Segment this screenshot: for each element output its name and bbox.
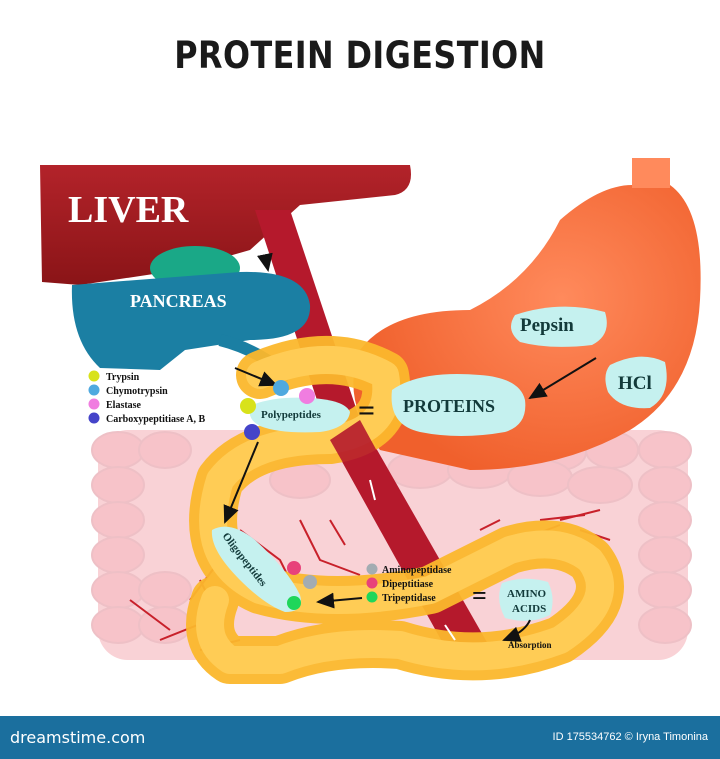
legend-dot-chymotrypsin — [88, 384, 100, 396]
polypeptides-blob — [249, 397, 350, 433]
pancreatic-enzyme-legend: Trypsin Chymotrypsin Elastase Carboxypep… — [88, 370, 206, 425]
page-title: PROTEIN DIGESTION — [174, 34, 546, 77]
pepsin-blob — [511, 306, 607, 347]
brush-border-arrow — [316, 592, 363, 609]
legend-dot-carboxypeptidase — [88, 412, 100, 424]
legend-dot-aminopeptidase — [366, 563, 378, 575]
footer-bar: dreamstime.com ID 175534762 © Iryna Timo… — [0, 716, 720, 759]
amino-acids-blob — [499, 578, 553, 621]
polypeptides-label: Polypeptides — [261, 409, 322, 421]
footer-logo[interactable]: dreamstime.com — [10, 728, 146, 747]
pancreas-arrow — [234, 367, 278, 387]
brush-border-enzyme-legend: Aminopeptidase Dipeptitiase Tripeptidase — [366, 563, 452, 604]
legend-label-elastase: Elastase — [106, 400, 142, 411]
liver — [40, 165, 411, 285]
elastase-dot — [299, 388, 315, 404]
liver-label: LIVER — [68, 189, 189, 231]
equals-sign-2: = — [472, 581, 487, 610]
pancreas-label: PANCREAS — [130, 291, 227, 311]
absorption-label: Absorption — [508, 640, 552, 650]
legend-label-aminopeptidase: Aminopeptidase — [382, 565, 452, 576]
pepsin-label: Pepsin — [520, 315, 574, 336]
legend-dot-tripeptidase — [366, 591, 378, 603]
amino-acids-label-line2: ACIDS — [512, 603, 546, 615]
blood-flow-arrow — [257, 239, 273, 272]
blood-vessel-main — [255, 210, 500, 665]
hcl-label: HCl — [618, 373, 652, 394]
legend-dot-dipeptidase — [366, 577, 378, 589]
tripeptidase-dot — [287, 596, 301, 610]
absorption-arrow — [502, 619, 531, 642]
esophagus — [632, 158, 670, 188]
legend-label-tripeptidase: Tripeptidase — [382, 593, 436, 604]
polypeptides-arrow — [223, 441, 259, 524]
legend-label-chymotrypsin: Chymotrypsin — [106, 386, 168, 397]
amino-acids-label-line1: AMINO — [507, 588, 547, 600]
proteins-label: PROTEINS — [403, 396, 495, 416]
carboxypeptidase-dot — [244, 424, 260, 440]
pepsin-arrow — [528, 357, 597, 400]
trypsin-dot — [240, 398, 256, 414]
legend-dot-trypsin — [88, 370, 100, 382]
oligopeptides-blob — [211, 526, 301, 612]
legend-dot-elastase — [88, 398, 100, 410]
chymotrypsin-dot — [273, 380, 289, 396]
footer-credit: ID 175534762 © Iryna Timonina — [552, 731, 708, 743]
digestion-diagram: LIVER PANCREAS Pepsin HCl PROTEINS Polyp… — [40, 158, 701, 684]
blood-vessel-crossing — [330, 420, 420, 545]
equals-sign-1: = — [358, 394, 375, 427]
pancreas — [71, 271, 311, 370]
blood-flow-arrow-2 — [369, 479, 376, 501]
legend-label-dipeptidase: Dipeptitiase — [382, 579, 434, 590]
legend-label-trypsin: Trypsin — [106, 372, 140, 383]
hcl-blob — [605, 356, 667, 409]
aminopeptidase-dot — [303, 575, 317, 589]
blood-flow-arrow-3 — [444, 624, 456, 641]
proteins-blob — [391, 374, 526, 436]
legend-label-carboxypeptidase: Carboxypeptitiase A, B — [106, 414, 206, 425]
dipeptidase-dot — [287, 561, 301, 575]
